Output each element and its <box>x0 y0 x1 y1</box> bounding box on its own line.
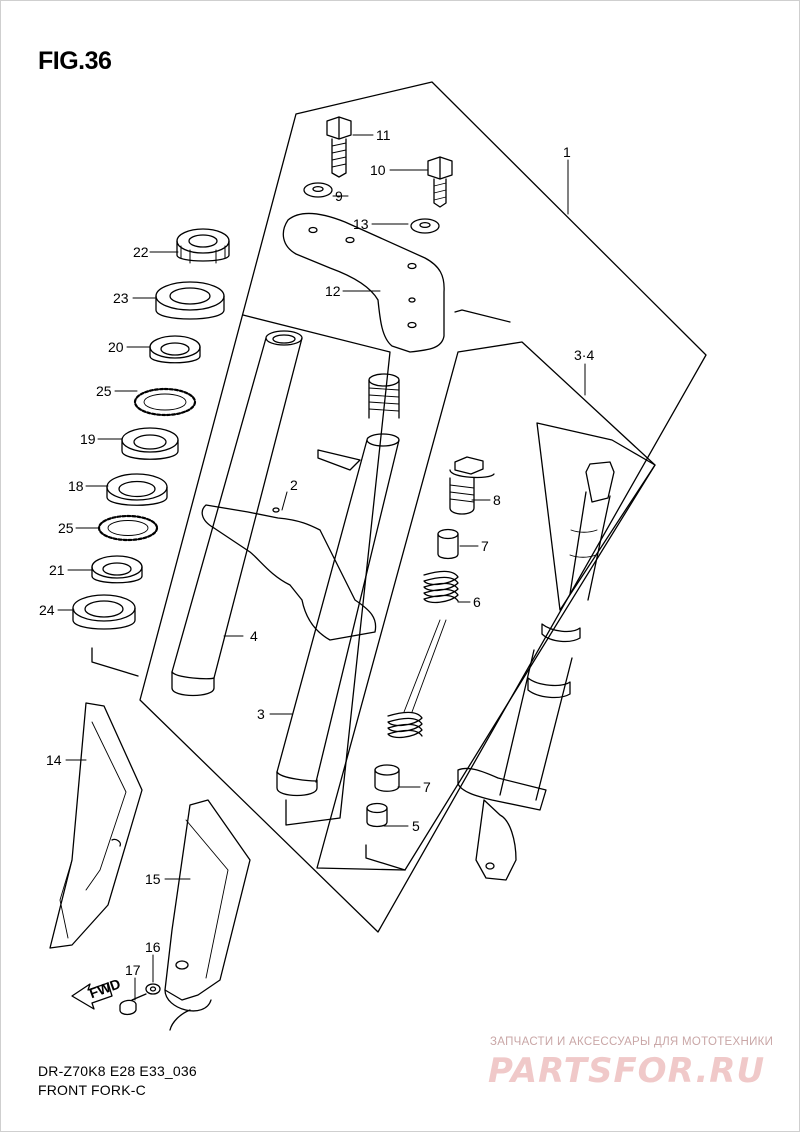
watermark-caption: ЗАПЧАСТИ И АКСЕССУАРЫ ДЛЯ МОТОТЕХНИКИ <box>490 1036 774 1048</box>
callout-24: 24 <box>39 602 55 618</box>
callout-1: 1 <box>563 144 571 160</box>
part-3-inner-fork-tube <box>276 373 400 797</box>
callout-4: 4 <box>250 628 258 644</box>
callout-labels: 11 10 9 13 12 1 3·4 8 7 6 7 5 2 4 3 22 2… <box>39 127 594 978</box>
part-7-spacer-upper <box>437 528 459 560</box>
callout-22: 22 <box>133 244 149 260</box>
part-20-bearing-race <box>149 335 201 364</box>
callout-13: 13 <box>353 216 369 232</box>
part-12-handlebar-bracket <box>282 212 445 353</box>
callout-3: 3 <box>257 706 265 722</box>
watermark-logo: PARTSFOR.RU <box>488 1051 766 1091</box>
callout-25a: 25 <box>96 383 112 399</box>
part-18-bearing-race <box>106 473 168 506</box>
assembly-outline-3-4 <box>316 341 656 871</box>
callout-23: 23 <box>113 290 129 306</box>
part-25-ball-bearing-lower <box>97 514 159 542</box>
stack-bracket <box>91 647 139 677</box>
callout-5: 5 <box>412 818 420 834</box>
callout-leaders <box>57 134 586 1001</box>
fwd-arrow-icon <box>71 982 113 1010</box>
callout-14: 14 <box>46 752 62 768</box>
callout-20: 20 <box>108 339 124 355</box>
callout-25b: 25 <box>58 520 74 536</box>
part-25-ball-bearing-upper <box>133 387 197 417</box>
part-2-lower-bracket <box>201 449 377 641</box>
part-6-fork-spring <box>387 570 459 739</box>
part-3-4-fork-assembly <box>457 461 615 881</box>
callout-17: 17 <box>125 962 141 978</box>
part-13-washer <box>410 218 440 234</box>
part-21-bearing-race <box>91 555 143 584</box>
callout-8: 8 <box>493 492 501 508</box>
callout-2: 2 <box>290 477 298 493</box>
part-16-washer <box>145 983 161 995</box>
callout-11: 11 <box>376 127 391 143</box>
callout-9: 9 <box>335 188 343 204</box>
callout-18: 18 <box>68 478 84 494</box>
assembly-outline-1 <box>139 81 707 933</box>
callout-12: 12 <box>325 283 341 299</box>
part-9-washer <box>303 182 333 198</box>
part-24-dust-seal <box>72 594 136 630</box>
part-22-steering-nut <box>176 228 230 264</box>
part-11-bolt <box>326 116 352 178</box>
part-23-dust-seal <box>155 281 225 320</box>
part-10-bolt <box>427 156 453 208</box>
part-7-spacer-lower <box>374 764 400 792</box>
part-8-fork-bolt <box>449 456 495 515</box>
model-code: DR-Z70K8 E28 E33_036 <box>38 1063 197 1079</box>
callout-21: 21 <box>49 562 65 578</box>
part-14-fork-cover <box>49 702 143 949</box>
part-5-oil-lock-piece <box>366 802 388 828</box>
figure-name: FRONT FORK-C <box>38 1082 146 1098</box>
assembly-outline-inner <box>536 422 656 611</box>
callout-19: 19 <box>80 431 96 447</box>
small-parts-bracket <box>365 844 406 871</box>
callout-16: 16 <box>145 939 161 955</box>
assembly-outline-fork <box>242 314 391 826</box>
callout-10: 10 <box>370 162 386 178</box>
part-19-bearing-race <box>121 427 179 460</box>
figure-title: FIG.36 <box>38 47 112 75</box>
callout-6: 6 <box>473 594 481 610</box>
callout-7a: 7 <box>481 538 489 554</box>
part-15-fork-guard <box>164 799 251 1031</box>
part-4-outer-fork-tube <box>171 330 303 697</box>
callout-7b: 7 <box>423 779 431 795</box>
part-17-screw <box>119 993 147 1016</box>
assembly-outline-upper <box>454 309 511 323</box>
callout-15: 15 <box>145 871 161 887</box>
callout-3-4: 3·4 <box>574 347 594 363</box>
